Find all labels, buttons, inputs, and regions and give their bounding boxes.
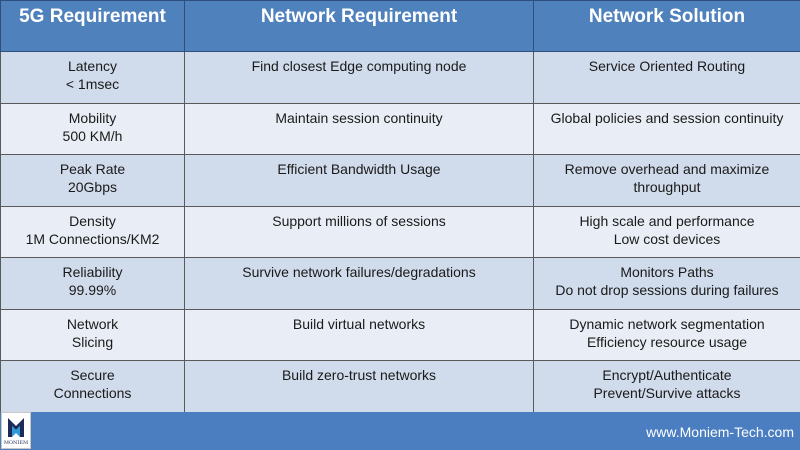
cell-line: 1M Connections/KM2 — [25, 230, 160, 247]
cell-line: Slicing — [71, 333, 114, 350]
table-row: Secure Connections Build zero-trust netw… — [0, 360, 800, 413]
table-row: Peak Rate 20Gbps Efficient Bandwidth Usa… — [0, 154, 800, 207]
cell-line: Mobility — [68, 109, 117, 126]
cell-line: Efficiency resource usage — [586, 333, 748, 350]
cell-network-solution: Service Oriented Routing — [533, 51, 800, 104]
cell-line: Prevent/Survive attacks — [593, 385, 741, 401]
cell-5g-requirement: Density 1M Connections/KM2 — [0, 205, 185, 258]
cell-network-requirement: Build virtual networks — [184, 308, 534, 361]
logo-mark-icon — [8, 418, 24, 437]
cell-line: Low cost devices — [613, 230, 721, 247]
table-row: Reliability 99.99% Survive network failu… — [0, 257, 800, 310]
cell-network-solution: High scale and performance Low cost devi… — [533, 205, 800, 258]
cell-network-solution: Remove overhead and maximize throughput — [533, 154, 800, 207]
cell-line: 99.99% — [68, 282, 117, 298]
header-network-requirement: Network Requirement — [184, 0, 534, 52]
cell-network-requirement: Support millions of sessions — [184, 205, 534, 258]
cell-line: High scale and performance — [579, 212, 755, 229]
cell-network-solution: Dynamic network segmentation Efficiency … — [533, 308, 800, 361]
cell-line: Remove overhead and maximize — [564, 161, 770, 177]
cell-network-solution: Encrypt/Authenticate Prevent/Survive att… — [533, 360, 800, 413]
cell-5g-requirement: Secure Connections — [0, 360, 185, 413]
cell-line: Latency — [67, 58, 118, 74]
cell-line: Global policies and session continuity — [550, 109, 784, 126]
cell-line: 20Gbps — [67, 179, 118, 195]
cell-line: Find closest Edge computing node — [251, 58, 467, 74]
cell-network-requirement: Maintain session continuity — [184, 102, 534, 155]
header-5g-requirement: 5G Requirement — [0, 0, 185, 52]
cell-line: Density — [69, 212, 116, 229]
cell-5g-requirement: Latency < 1msec — [0, 51, 185, 104]
cell-network-requirement: Efficient Bandwidth Usage — [184, 154, 534, 207]
cell-line: Monitors Paths — [620, 264, 714, 280]
moniem-logo: MONIEM — [1, 412, 31, 449]
table-row: Latency < 1msec Find closest Edge comput… — [0, 51, 800, 104]
cell-line: Build virtual networks — [292, 315, 426, 332]
website-link[interactable]: www.Moniem-Tech.com — [646, 424, 794, 440]
cell-line: throughput — [633, 179, 701, 195]
cell-line: Peak Rate — [59, 161, 126, 177]
cell-line: Encrypt/Authenticate — [602, 367, 732, 383]
cell-line: Maintain session continuity — [275, 109, 443, 126]
cell-line: Connections — [53, 385, 132, 401]
cell-network-requirement: Survive network failures/degradations — [184, 257, 534, 310]
cell-line: Service Oriented Routing — [588, 58, 746, 74]
cell-network-solution: Monitors Paths Do not drop sessions duri… — [533, 257, 800, 310]
cell-network-requirement: Find closest Edge computing node — [184, 51, 534, 104]
cell-5g-requirement: Peak Rate 20Gbps — [0, 154, 185, 207]
cell-line: Network — [66, 315, 119, 332]
table-row: Network Slicing Build virtual networks D… — [0, 308, 800, 361]
cell-line: Support millions of sessions — [272, 212, 446, 229]
cell-line: Survive network failures/degradations — [242, 264, 476, 280]
cell-5g-requirement: Network Slicing — [0, 308, 185, 361]
cell-network-requirement: Build zero-trust networks — [184, 360, 534, 413]
table-header-row: 5G Requirement Network Requirement Netwo… — [0, 0, 800, 52]
cell-network-solution: Global policies and session continuity — [533, 102, 800, 155]
cell-line: 500 KM/h — [62, 127, 123, 144]
footer-bar — [0, 412, 800, 450]
cell-line: Secure — [70, 367, 115, 383]
cell-5g-requirement: Reliability 99.99% — [0, 257, 185, 310]
cell-line: Efficient Bandwidth Usage — [277, 161, 441, 177]
requirements-table: 5G Requirement Network Requirement Netwo… — [0, 0, 800, 413]
table-row: Density 1M Connections/KM2 Support milli… — [0, 205, 800, 258]
cell-line: < 1msec — [65, 76, 120, 92]
cell-line: Build zero-trust networks — [281, 367, 437, 383]
cell-line: Reliability — [62, 264, 123, 280]
cell-5g-requirement: Mobility 500 KM/h — [0, 102, 185, 155]
table-row: Mobility 500 KM/h Maintain session conti… — [0, 102, 800, 155]
cell-line: Dynamic network segmentation — [569, 315, 765, 332]
header-network-solution: Network Solution — [533, 0, 800, 52]
logo-text: MONIEM — [3, 440, 29, 446]
cell-line: Do not drop sessions during failures — [555, 282, 779, 298]
